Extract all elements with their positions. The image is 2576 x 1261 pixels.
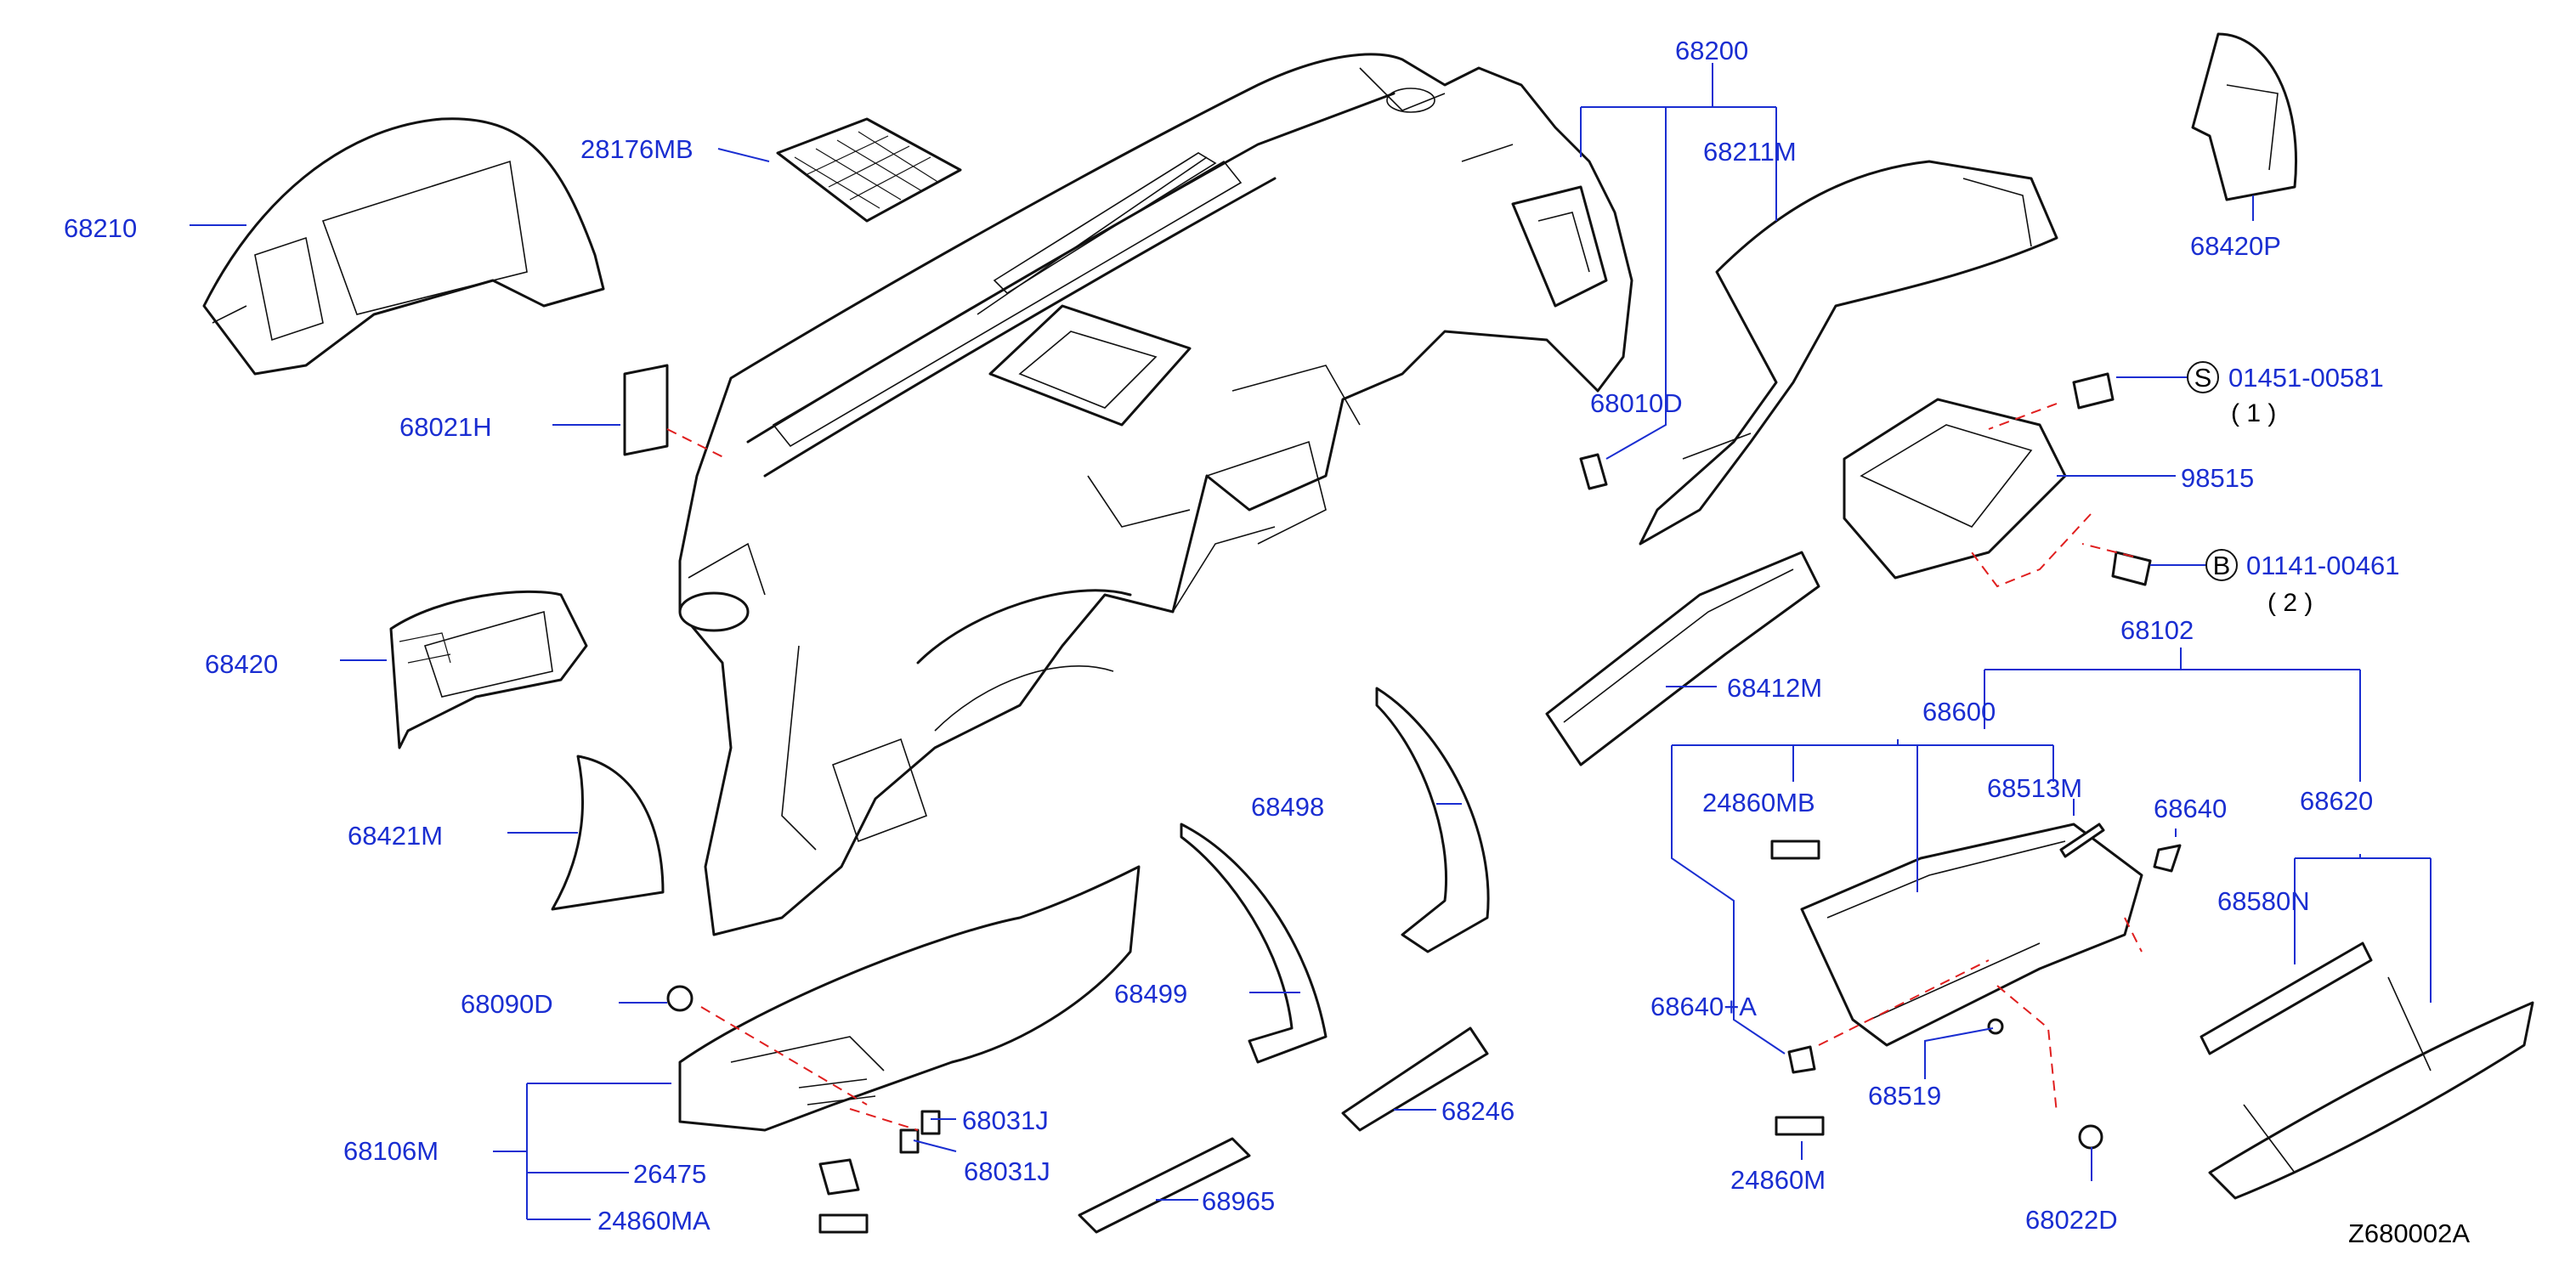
callout-68021H[interactable]: 68021H [399,412,492,442]
glove-box-part[interactable] [1800,823,2143,1047]
callout-68420P[interactable]: 68420P [2190,231,2281,261]
cover-part[interactable] [551,755,665,911]
fastener-01451[interactable] [2072,372,2115,410]
side-cover-part[interactable] [1639,160,2058,546]
clip-24860MA[interactable] [818,1213,869,1234]
callout-68498[interactable]: 68498 [1251,792,1324,822]
switch-bracket-part[interactable] [2191,32,2297,201]
callout-68106M[interactable]: 68106M [343,1136,439,1166]
side-finisher-left-part[interactable] [1180,823,1328,1064]
mounting-bracket-part[interactable] [1843,398,2067,580]
qty-01451: ( 1 ) [2231,399,2276,427]
assembly-lines [666,403,2143,1131]
rod-68513M[interactable] [2059,823,2105,858]
callout-68210[interactable]: 68210 [64,213,137,243]
callout-68246[interactable]: 68246 [1441,1096,1514,1126]
callout-68090D[interactable]: 68090D [461,989,553,1019]
callout-01451-00581[interactable]: 01451-00581 [2228,363,2384,393]
callout-68412M[interactable]: 68412M [1727,673,1822,703]
callout-26475[interactable]: 26475 [633,1159,706,1189]
callout-68965[interactable]: 68965 [1202,1186,1275,1216]
callout-98515[interactable]: 98515 [2181,463,2254,493]
instrument-panel-assembly[interactable] [678,53,1633,936]
svg-text:S: S [2194,363,2212,393]
callout-68211M[interactable]: 68211M [1703,137,1797,167]
callout-24860MA[interactable]: 24860MA [597,1206,711,1236]
callout-68640[interactable]: 68640 [2154,794,2227,823]
kick-trim-part[interactable] [1078,1137,1251,1234]
callout-68513M[interactable]: 68513M [1987,773,2082,803]
clip-24860M[interactable] [1775,1116,1825,1136]
callout-24860M[interactable]: 24860M [1730,1165,1826,1195]
fastener-68010D[interactable] [1579,453,1608,490]
leader-lines [190,63,2432,1220]
screw-symbol: S [2187,361,2219,393]
glove-box-lid-part[interactable] [2208,976,2534,1200]
cluster-lid-part[interactable] [678,865,1141,1132]
callout-68620[interactable]: 68620 [2300,786,2373,816]
callout-68102[interactable]: 68102 [2120,615,2194,645]
side-finisher-right-part[interactable] [1375,687,1490,953]
fastener-01141[interactable] [2111,551,2152,586]
fastener-68090D[interactable] [666,985,694,1012]
svg-text:B: B [2213,551,2231,580]
callout-68010D[interactable]: 68010D [1590,388,1683,418]
callout-28176MB[interactable]: 28176MB [580,134,694,164]
trim-strip-part[interactable] [1341,1026,1489,1132]
callout-68519[interactable]: 68519 [1868,1081,1941,1111]
meter-finisher-part[interactable] [202,117,605,376]
diagram-code: Z680002A [2348,1219,2470,1248]
bolt-68022D[interactable] [2078,1124,2103,1150]
callout-68580N[interactable]: 68580N [2217,886,2310,916]
callout-68031J-a[interactable]: 68031J [962,1105,1049,1135]
lid-strip-part[interactable] [2200,942,2373,1055]
clip-68031J-a[interactable] [920,1110,941,1135]
callout-24860MB[interactable]: 24860MB [1702,788,1815,817]
screw-68519[interactable] [1987,1018,2004,1035]
callout-68600[interactable]: 68600 [1922,697,1996,727]
meter-hood-part[interactable] [389,590,588,749]
callout-68031J-b[interactable]: 68031J [964,1156,1050,1186]
callout-68420[interactable]: 68420 [205,649,278,679]
clip-24860MB[interactable] [1770,840,1820,860]
lower-trim-part[interactable] [1545,551,1820,766]
clip-68640[interactable] [2153,844,2182,873]
bolt-symbol: B [2205,549,2238,581]
clip-26475[interactable] [818,1158,860,1196]
qty-01141: ( 2 ) [2267,589,2313,617]
clip-68640A[interactable] [1787,1045,1816,1074]
callout-68640+A[interactable]: 68640+A [1650,992,1757,1021]
callout-68421M[interactable]: 68421M [348,821,443,851]
speaker-grille-part[interactable] [776,117,962,223]
label-part[interactable] [623,364,669,456]
callout-labels: 68200 68211M 68010D 28176MB 68210 68021H… [64,36,2470,1248]
callout-01141-00461[interactable]: 01141-00461 [2246,551,2399,580]
callout-68022D[interactable]: 68022D [2025,1205,2118,1235]
callout-68499[interactable]: 68499 [1114,979,1187,1009]
callout-68200[interactable]: 68200 [1675,36,1748,65]
